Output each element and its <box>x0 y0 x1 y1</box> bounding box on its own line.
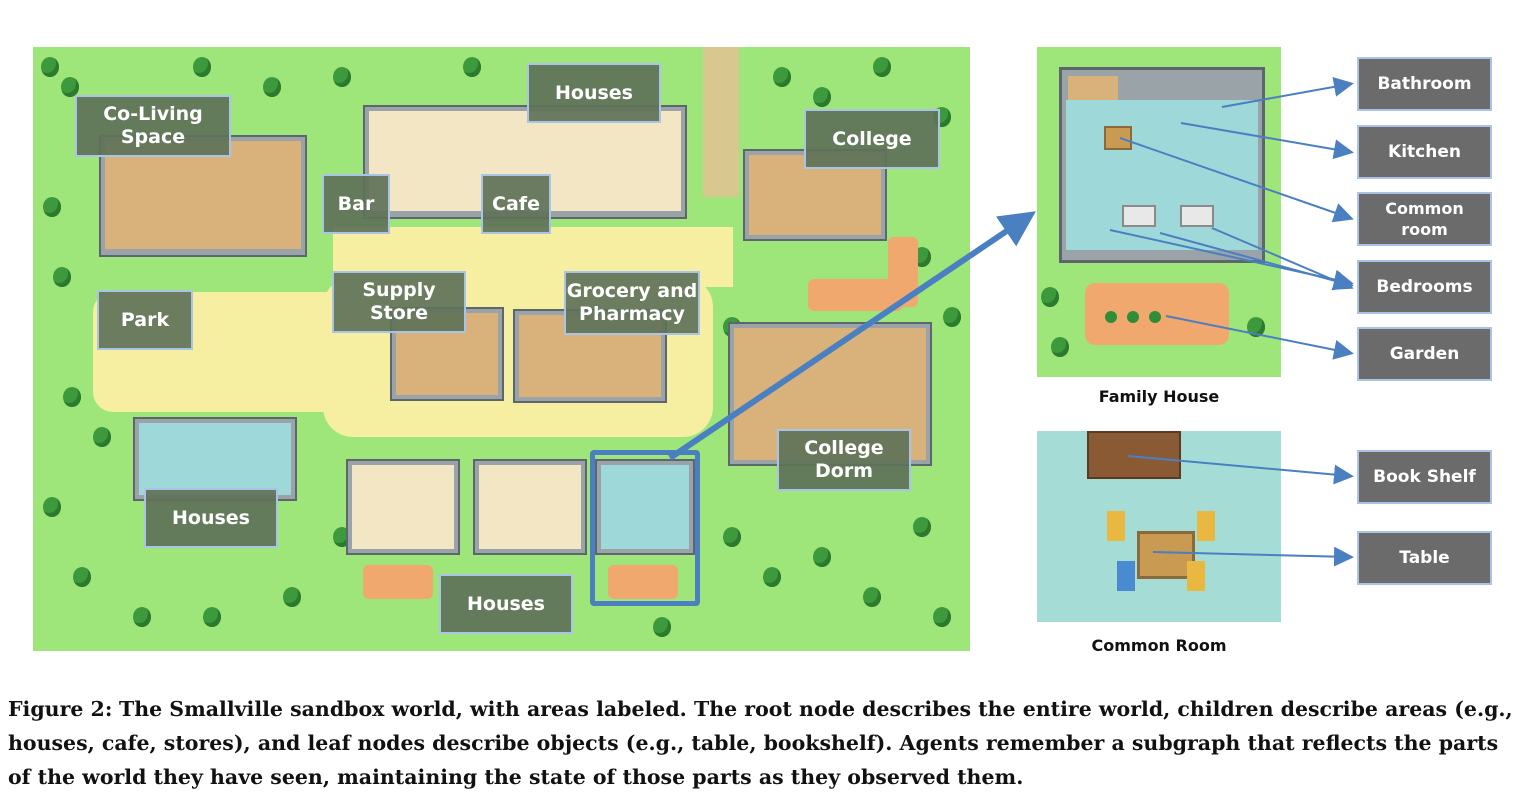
node-bathroom: Bathroom <box>1357 57 1492 111</box>
node-book-shelf: Book Shelf <box>1357 450 1492 504</box>
arrow-bedroom-2 <box>1159 232 1354 291</box>
arrow-book-shelf <box>1127 455 1354 485</box>
family-house-caption: Family House <box>1098 387 1220 406</box>
label-houses-left: Houses <box>144 488 278 548</box>
left-houses-building <box>133 417 297 501</box>
tree-icon <box>63 387 81 407</box>
arrow-table <box>1152 546 1354 567</box>
node-garden: Garden <box>1357 327 1492 381</box>
bush-icon <box>1105 311 1117 323</box>
tree-icon <box>53 267 71 287</box>
tree-icon <box>61 77 79 97</box>
arrow-bedroom-3 <box>1211 227 1354 290</box>
tree-icon <box>1051 337 1069 357</box>
table-icon <box>1104 126 1132 150</box>
label-co-living-space: Co-Living Space <box>75 95 231 157</box>
tree-icon <box>93 427 111 447</box>
bed-icon <box>1180 205 1214 227</box>
tree-icon <box>813 87 831 107</box>
arrow-bathroom <box>1221 76 1354 108</box>
tree-icon <box>193 57 211 77</box>
garden-patch <box>608 565 678 599</box>
tree-icon <box>773 67 791 87</box>
tree-icon <box>463 57 481 77</box>
tree-icon <box>863 587 881 607</box>
node-bedrooms: Bedrooms <box>1357 260 1492 314</box>
figure-caption-text: The Smallville sandbox world, with areas… <box>8 697 1513 789</box>
garden-area <box>1085 283 1229 345</box>
tree-icon <box>873 57 891 77</box>
tree-icon <box>943 307 961 327</box>
figure-label: Figure 2: <box>8 697 113 721</box>
tree-icon <box>933 607 951 627</box>
tree-icon <box>43 497 61 517</box>
tree-icon <box>41 57 59 77</box>
node-common-room: Common room <box>1357 192 1492 246</box>
arrow-kitchen <box>1180 122 1354 160</box>
common-room-view <box>1037 431 1281 622</box>
smallville-world-map: Co-Living Space Houses College Bar Cafe … <box>33 47 970 651</box>
tree-icon <box>203 607 221 627</box>
north-road <box>703 47 739 197</box>
co-living-building <box>99 135 307 257</box>
tree-icon <box>913 517 931 537</box>
tree-icon <box>263 77 281 97</box>
arrow-garden <box>1165 315 1354 360</box>
chair-icon <box>1197 511 1215 541</box>
label-cafe: Cafe <box>481 174 551 234</box>
garden-patch <box>808 279 903 311</box>
bookshelf-icon <box>1087 431 1181 479</box>
tree-icon <box>653 617 671 637</box>
tree-icon <box>133 607 151 627</box>
tree-icon <box>813 547 831 567</box>
family-house-view <box>1037 47 1281 377</box>
chair-icon <box>1107 511 1125 541</box>
label-houses-bottom: Houses <box>439 574 573 634</box>
node-kitchen: Kitchen <box>1357 125 1492 179</box>
bed-icon <box>1122 205 1156 227</box>
bush-icon <box>1149 311 1161 323</box>
zoom-arrow <box>668 211 1036 461</box>
common-room-caption: Common Room <box>1091 636 1227 655</box>
garden-patch <box>363 565 433 599</box>
label-houses-top: Houses <box>527 63 661 123</box>
table-icon <box>1137 531 1195 579</box>
tree-icon <box>73 567 91 587</box>
label-college-dorm: College Dorm <box>777 429 911 491</box>
figure-caption: Figure 2: The Smallville sandbox world, … <box>8 692 1518 794</box>
bottom-house-3 <box>595 459 695 555</box>
tree-icon <box>333 67 351 87</box>
tree-icon <box>1041 287 1059 307</box>
label-park: Park <box>97 290 193 350</box>
tree-icon <box>763 567 781 587</box>
tree-icon <box>283 587 301 607</box>
tree-icon <box>43 197 61 217</box>
top-houses-building <box>363 105 687 219</box>
chair-icon <box>1187 561 1205 591</box>
label-bar: Bar <box>322 174 390 234</box>
bottom-house-1 <box>346 459 460 555</box>
label-college: College <box>804 109 940 169</box>
node-table: Table <box>1357 531 1492 585</box>
label-grocery-pharmacy: Grocery and Pharmacy <box>564 271 700 335</box>
label-supply-store: Supply Store <box>332 271 466 333</box>
tree-icon <box>1247 317 1265 337</box>
bush-icon <box>1127 311 1139 323</box>
bottom-house-2 <box>473 459 587 555</box>
tree-icon <box>723 527 741 547</box>
chair-icon <box>1117 561 1135 591</box>
family-house-highlight <box>590 450 700 606</box>
arrow-common-room <box>1119 137 1354 223</box>
